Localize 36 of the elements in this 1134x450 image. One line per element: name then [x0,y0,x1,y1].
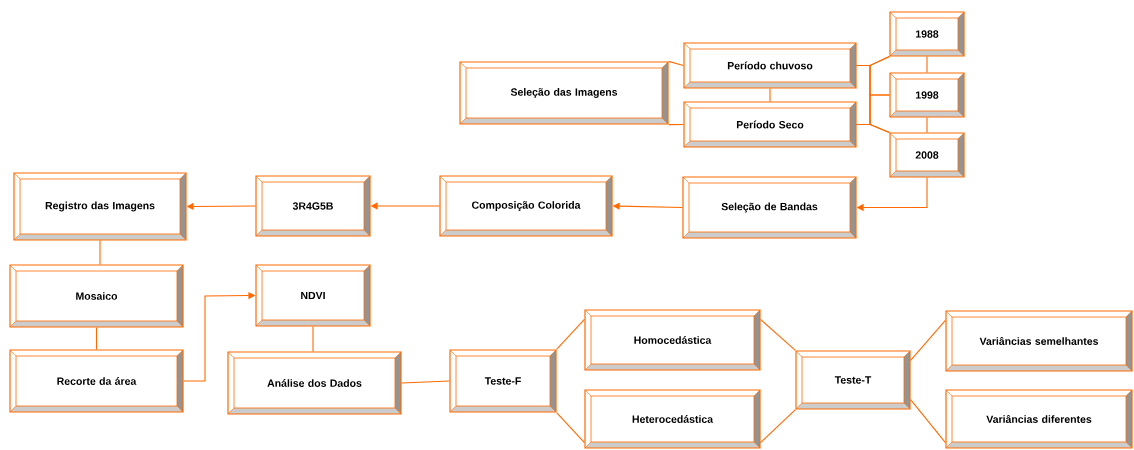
connector-line [401,380,450,384]
process-box: 1988 [889,11,965,57]
process-box: Composição Colorida [439,175,613,237]
connector-line [760,409,796,444]
process-box: Mosaico [9,264,184,328]
connector-line [910,319,946,361]
connector-line [926,117,928,133]
connector-line [856,123,890,133]
connector-line [760,318,796,351]
process-box: Período chuvoso [683,42,857,89]
process-box: Teste-T [795,350,911,410]
process-box: 2008 [889,132,965,178]
process-box: Homocedástica [584,309,761,371]
process-box: Recorte da área [9,349,184,413]
connector-line [668,123,684,126]
connector-line [312,326,314,352]
process-box: Seleção das Imagens [459,61,669,125]
connector-line [668,60,684,67]
connector-line [95,327,98,350]
process-box: 1998 [889,72,965,118]
connector-line [556,412,585,444]
process-box: Heterocedástica [584,389,761,449]
connector-line [556,318,585,350]
connector-line [99,240,101,265]
process-box: Teste-F [449,349,557,413]
process-box: Análise dos Dados [227,351,402,415]
process-box: 3R4G5B [255,175,371,237]
connector-line [769,88,771,102]
connector-line [926,56,928,73]
process-box: Variâncias semelhantes [945,310,1133,372]
process-box: Variâncias diferentes [945,389,1133,449]
process-box: Período Seco [683,101,857,148]
process-box: NDVI [255,264,371,327]
process-box: Registro das Imagens [13,172,187,241]
connector-line [910,399,946,444]
process-box: Seleção de Bandas [682,176,857,239]
